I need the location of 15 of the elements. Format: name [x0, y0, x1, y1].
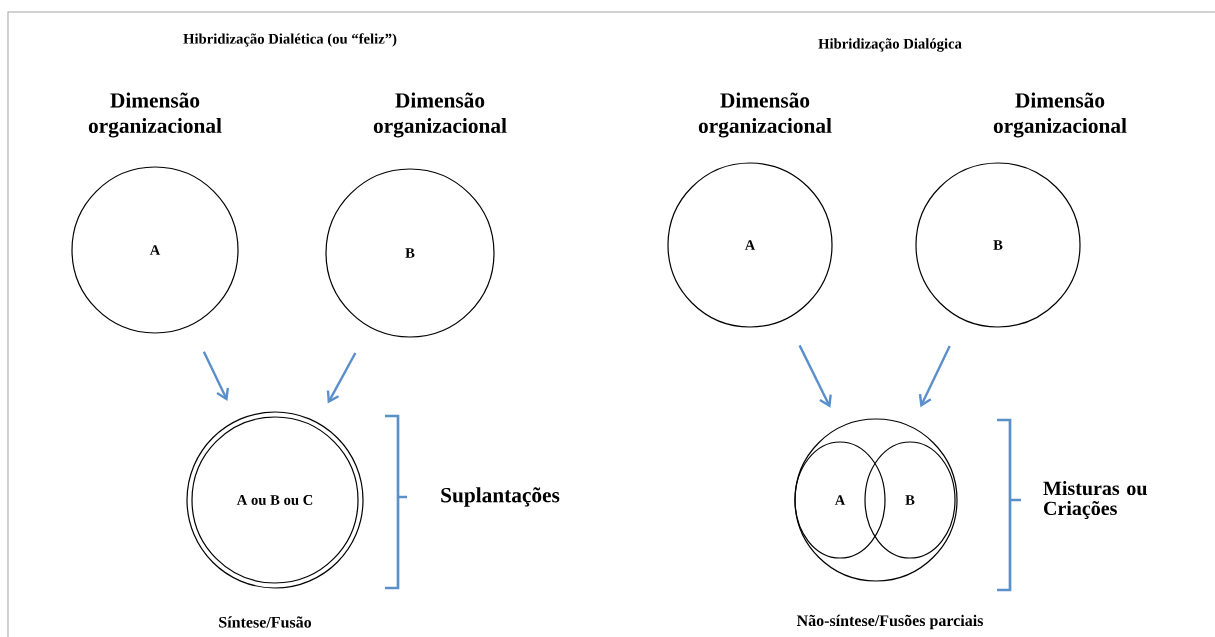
- node-caption: Dimensão organizacional: [373, 92, 507, 138]
- bracket-label: Misturas ou Criações: [1043, 481, 1147, 519]
- arrow: [798, 344, 832, 408]
- arrow: [202, 351, 230, 401]
- circle: [794, 418, 958, 582]
- arrow: [326, 352, 357, 404]
- bracket-label: Suplantações: [441, 487, 560, 507]
- node-caption: Dimensão organizacional: [698, 92, 832, 138]
- heading: Hibridização Dialógica: [818, 38, 962, 52]
- heading: Hibridização Dialética (ou “feliz”): [183, 33, 397, 47]
- node-caption: Dimensão organizacional: [88, 92, 222, 138]
- node-caption: Dimensão organizacional: [993, 92, 1127, 138]
- node-caption: Não-síntese/Fusões parciais: [796, 614, 983, 630]
- arrow: [918, 345, 951, 408]
- node-caption: Síntese/Fusão: [219, 616, 312, 628]
